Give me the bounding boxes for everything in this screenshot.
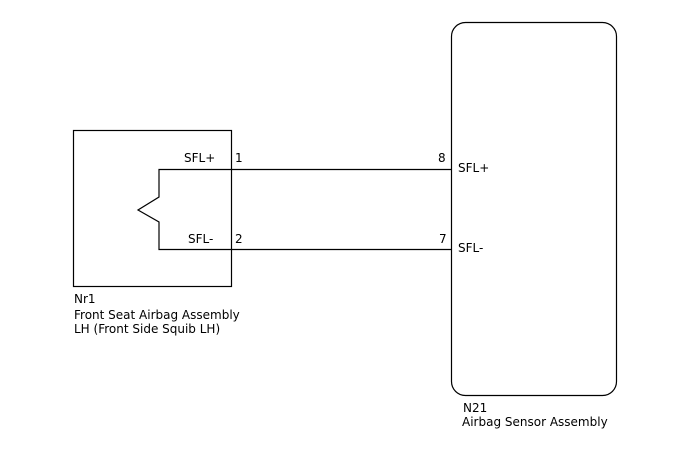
nr1-pin2-signal: SFL-	[188, 232, 214, 246]
nr1-pin1-signal: SFL+	[184, 151, 216, 165]
nr1-component-box	[72, 129, 233, 288]
n21-component-name: Airbag Sensor Assembly	[462, 415, 608, 429]
n21-component-id: N21	[463, 401, 488, 415]
nr1-component-name-line1: Front Seat Airbag Assembly	[74, 308, 240, 322]
nr1-component-id: Nr1	[74, 292, 96, 306]
nr1-component-name-line2: LH (Front Side Squib LH)	[74, 322, 221, 336]
n21-component-box	[450, 21, 618, 397]
nr1-pin2-number: 2	[235, 232, 243, 246]
squib-symbol	[136, 168, 231, 251]
n21-pin8-number: 8	[438, 151, 446, 165]
nr1-pin1-number: 1	[235, 151, 243, 165]
n21-pin7-number: 7	[439, 232, 447, 246]
n21-pin7-signal: SFL-	[458, 241, 484, 255]
n21-pin8-signal: SFL+	[458, 161, 490, 175]
